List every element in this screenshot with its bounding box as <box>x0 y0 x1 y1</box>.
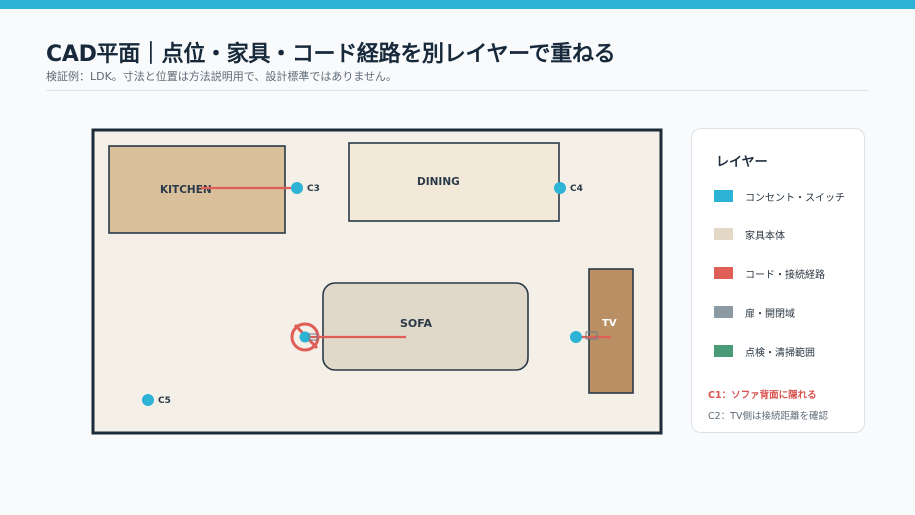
outlet-c3-marker <box>291 182 303 194</box>
page-title: CAD平面｜点位・家具・コード経路を別レイヤーで重ねる <box>46 42 616 67</box>
sofa-label: SOFA <box>400 317 433 330</box>
legend-swatch-inspection <box>714 345 733 357</box>
page-subtitle: 検証例：LDK。寸法と位置は方法説明用で、設計標準ではありません。 <box>46 70 398 83</box>
legend-label-cord: コード・接続経路 <box>745 269 825 281</box>
top-accent-bar <box>0 0 915 9</box>
legend-item-inspection: 点検・清掃範囲 <box>714 344 815 359</box>
legend-note-c2: C2：TV側は接続距離を確認 <box>708 411 828 422</box>
legend-item-door: 扉・開閉域 <box>714 305 795 320</box>
legend-swatch-door <box>714 306 733 318</box>
legend-note-c1: C1：ソファ背面に隠れる <box>708 390 817 401</box>
legend-label-inspection: 点検・清掃範囲 <box>745 347 815 359</box>
tv-furniture <box>588 268 634 394</box>
legend-title: レイヤー <box>716 155 768 170</box>
legend-item-outlet: コンセント・スイッチ <box>714 189 845 204</box>
legend-swatch-cord <box>714 267 733 279</box>
header-divider <box>46 90 868 91</box>
outlet-c5-label: C5 <box>158 396 171 406</box>
outlet-c1-marker <box>299 331 311 343</box>
outlet-c4-marker <box>554 182 566 194</box>
kitchen-label: KITCHEN <box>160 184 212 196</box>
legend-item-furniture: 家具本体 <box>714 227 785 242</box>
sofa-furniture <box>322 282 529 371</box>
outlet-c2-marker <box>570 331 582 343</box>
tv-label: TV <box>602 318 617 329</box>
legend-label-furniture: 家具本体 <box>745 230 785 242</box>
kitchen-furniture <box>108 145 286 234</box>
outlet-c5-marker <box>142 394 154 406</box>
dining-furniture <box>348 142 560 222</box>
layer-legend: レイヤー コンセント・スイッチ 家具本体 コード・接続経路 扉・開閉域 点検・清… <box>691 128 865 433</box>
legend-item-cord: コード・接続経路 <box>714 266 825 281</box>
hidden-outlet-warning-icon <box>290 322 320 352</box>
outlet-c4-label: C4 <box>570 184 583 194</box>
legend-swatch-furniture <box>714 228 733 240</box>
legend-label-door: 扉・開閉域 <box>745 308 795 320</box>
tv-plug <box>585 331 598 340</box>
sofa-plug <box>308 333 318 341</box>
legend-swatch-outlet <box>714 190 733 202</box>
legend-label-outlet: コンセント・スイッチ <box>745 192 845 204</box>
outlet-c3-label: C3 <box>307 184 320 194</box>
dining-label: DINING <box>417 176 460 188</box>
floor-plan: KITCHEN DINING SOFA TV C3 C4 C5 <box>91 128 663 435</box>
